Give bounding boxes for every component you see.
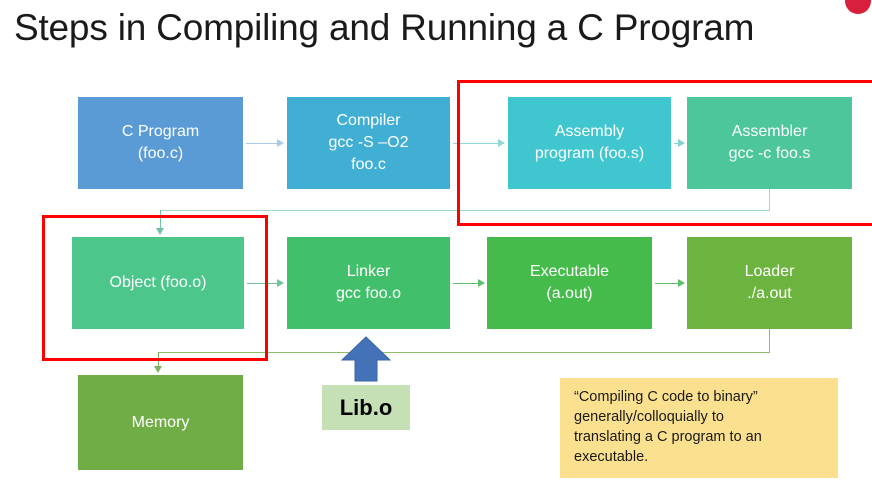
c-program-label-2: (foo.c) (137, 145, 184, 162)
connector-compiler-to-assembly (453, 143, 500, 144)
loader-label-2: ./a.out (747, 285, 792, 302)
compiler-label-3: foo.c (351, 156, 386, 173)
compiler-box[interactable]: Compiler gcc -S –O2 foo.c (287, 97, 450, 189)
arrowhead-into-memory (153, 366, 162, 373)
connector-loader-to-memory-horizontal (158, 352, 770, 353)
arrowhead-object-to-linker (277, 278, 284, 287)
assembly-program-label-1: Assembly (554, 123, 625, 140)
memory-box[interactable]: Memory (78, 375, 243, 470)
executable-label-1: Executable (529, 263, 610, 280)
note-callout: “Compiling C code to binary” generally/c… (560, 378, 838, 478)
compiler-label-1: Compiler (336, 112, 401, 129)
assembly-program-box[interactable]: Assembly program (foo.s) (508, 97, 671, 189)
connector-executable-to-loader (655, 283, 681, 284)
connector-assembly-to-assembler (674, 143, 681, 144)
assembly-stage-highlight (457, 80, 872, 226)
assembler-label-1: Assembler (731, 123, 808, 140)
assembly-program-label-2: program (foo.s) (534, 145, 645, 162)
arrowhead-cprogram-to-compiler (277, 138, 284, 147)
connector-linker-to-executable (453, 283, 481, 284)
loader-label-1: Loader (744, 263, 795, 280)
executable-box[interactable]: Executable (a.out) (487, 237, 652, 329)
assembler-box[interactable]: Assembler gcc -c foo.s (687, 97, 852, 189)
loader-box[interactable]: Loader ./a.out (687, 237, 852, 329)
object-box[interactable]: Object (foo.o) (72, 237, 244, 329)
arrowhead-linker-to-executable (478, 278, 485, 287)
linker-label-2: gcc foo.o (336, 285, 401, 302)
note-line-4: executable. (574, 449, 649, 465)
page-title: Steps in Compiling and Running a C Progr… (14, 7, 755, 48)
connector-object-to-linker (247, 283, 280, 284)
note-line-3: translating a C program to an (574, 429, 762, 445)
linker-box[interactable]: Linker gcc foo.o (287, 237, 450, 329)
connector-cprogram-to-compiler (246, 143, 279, 144)
connector-assembler-down (769, 189, 770, 211)
c-program-box[interactable]: C Program (foo.c) (78, 97, 243, 189)
arrowhead-executable-to-loader (678, 278, 685, 287)
object-stage-highlight (42, 215, 268, 361)
connector-loader-down (769, 329, 770, 353)
accent-dot-icon (845, 0, 871, 14)
note-line-2: generally/colloquially to (574, 409, 724, 425)
lib-o-box[interactable]: Lib.o (322, 385, 410, 430)
arrowhead-compiler-to-assembly (498, 138, 505, 147)
assembler-label-2: gcc -c foo.s (728, 145, 811, 162)
lib-o-label: Lib.o (339, 394, 393, 420)
c-program-label-1: C Program (121, 123, 200, 140)
memory-label-1: Memory (131, 413, 190, 431)
executable-label-2: (a.out) (546, 285, 593, 302)
connector-assembler-to-object-horizontal (160, 210, 770, 211)
arrowhead-into-object (155, 228, 164, 235)
connector-object-down (160, 210, 161, 230)
arrowhead-assembly-to-assembler (678, 138, 685, 147)
compiler-label-2: gcc -S –O2 (328, 134, 409, 151)
lib-up-arrow-icon (340, 336, 392, 382)
object-label-1: Object (foo.o) (109, 274, 207, 291)
note-line-1: “Compiling C code to binary” (574, 389, 758, 405)
linker-label-1: Linker (346, 263, 391, 280)
